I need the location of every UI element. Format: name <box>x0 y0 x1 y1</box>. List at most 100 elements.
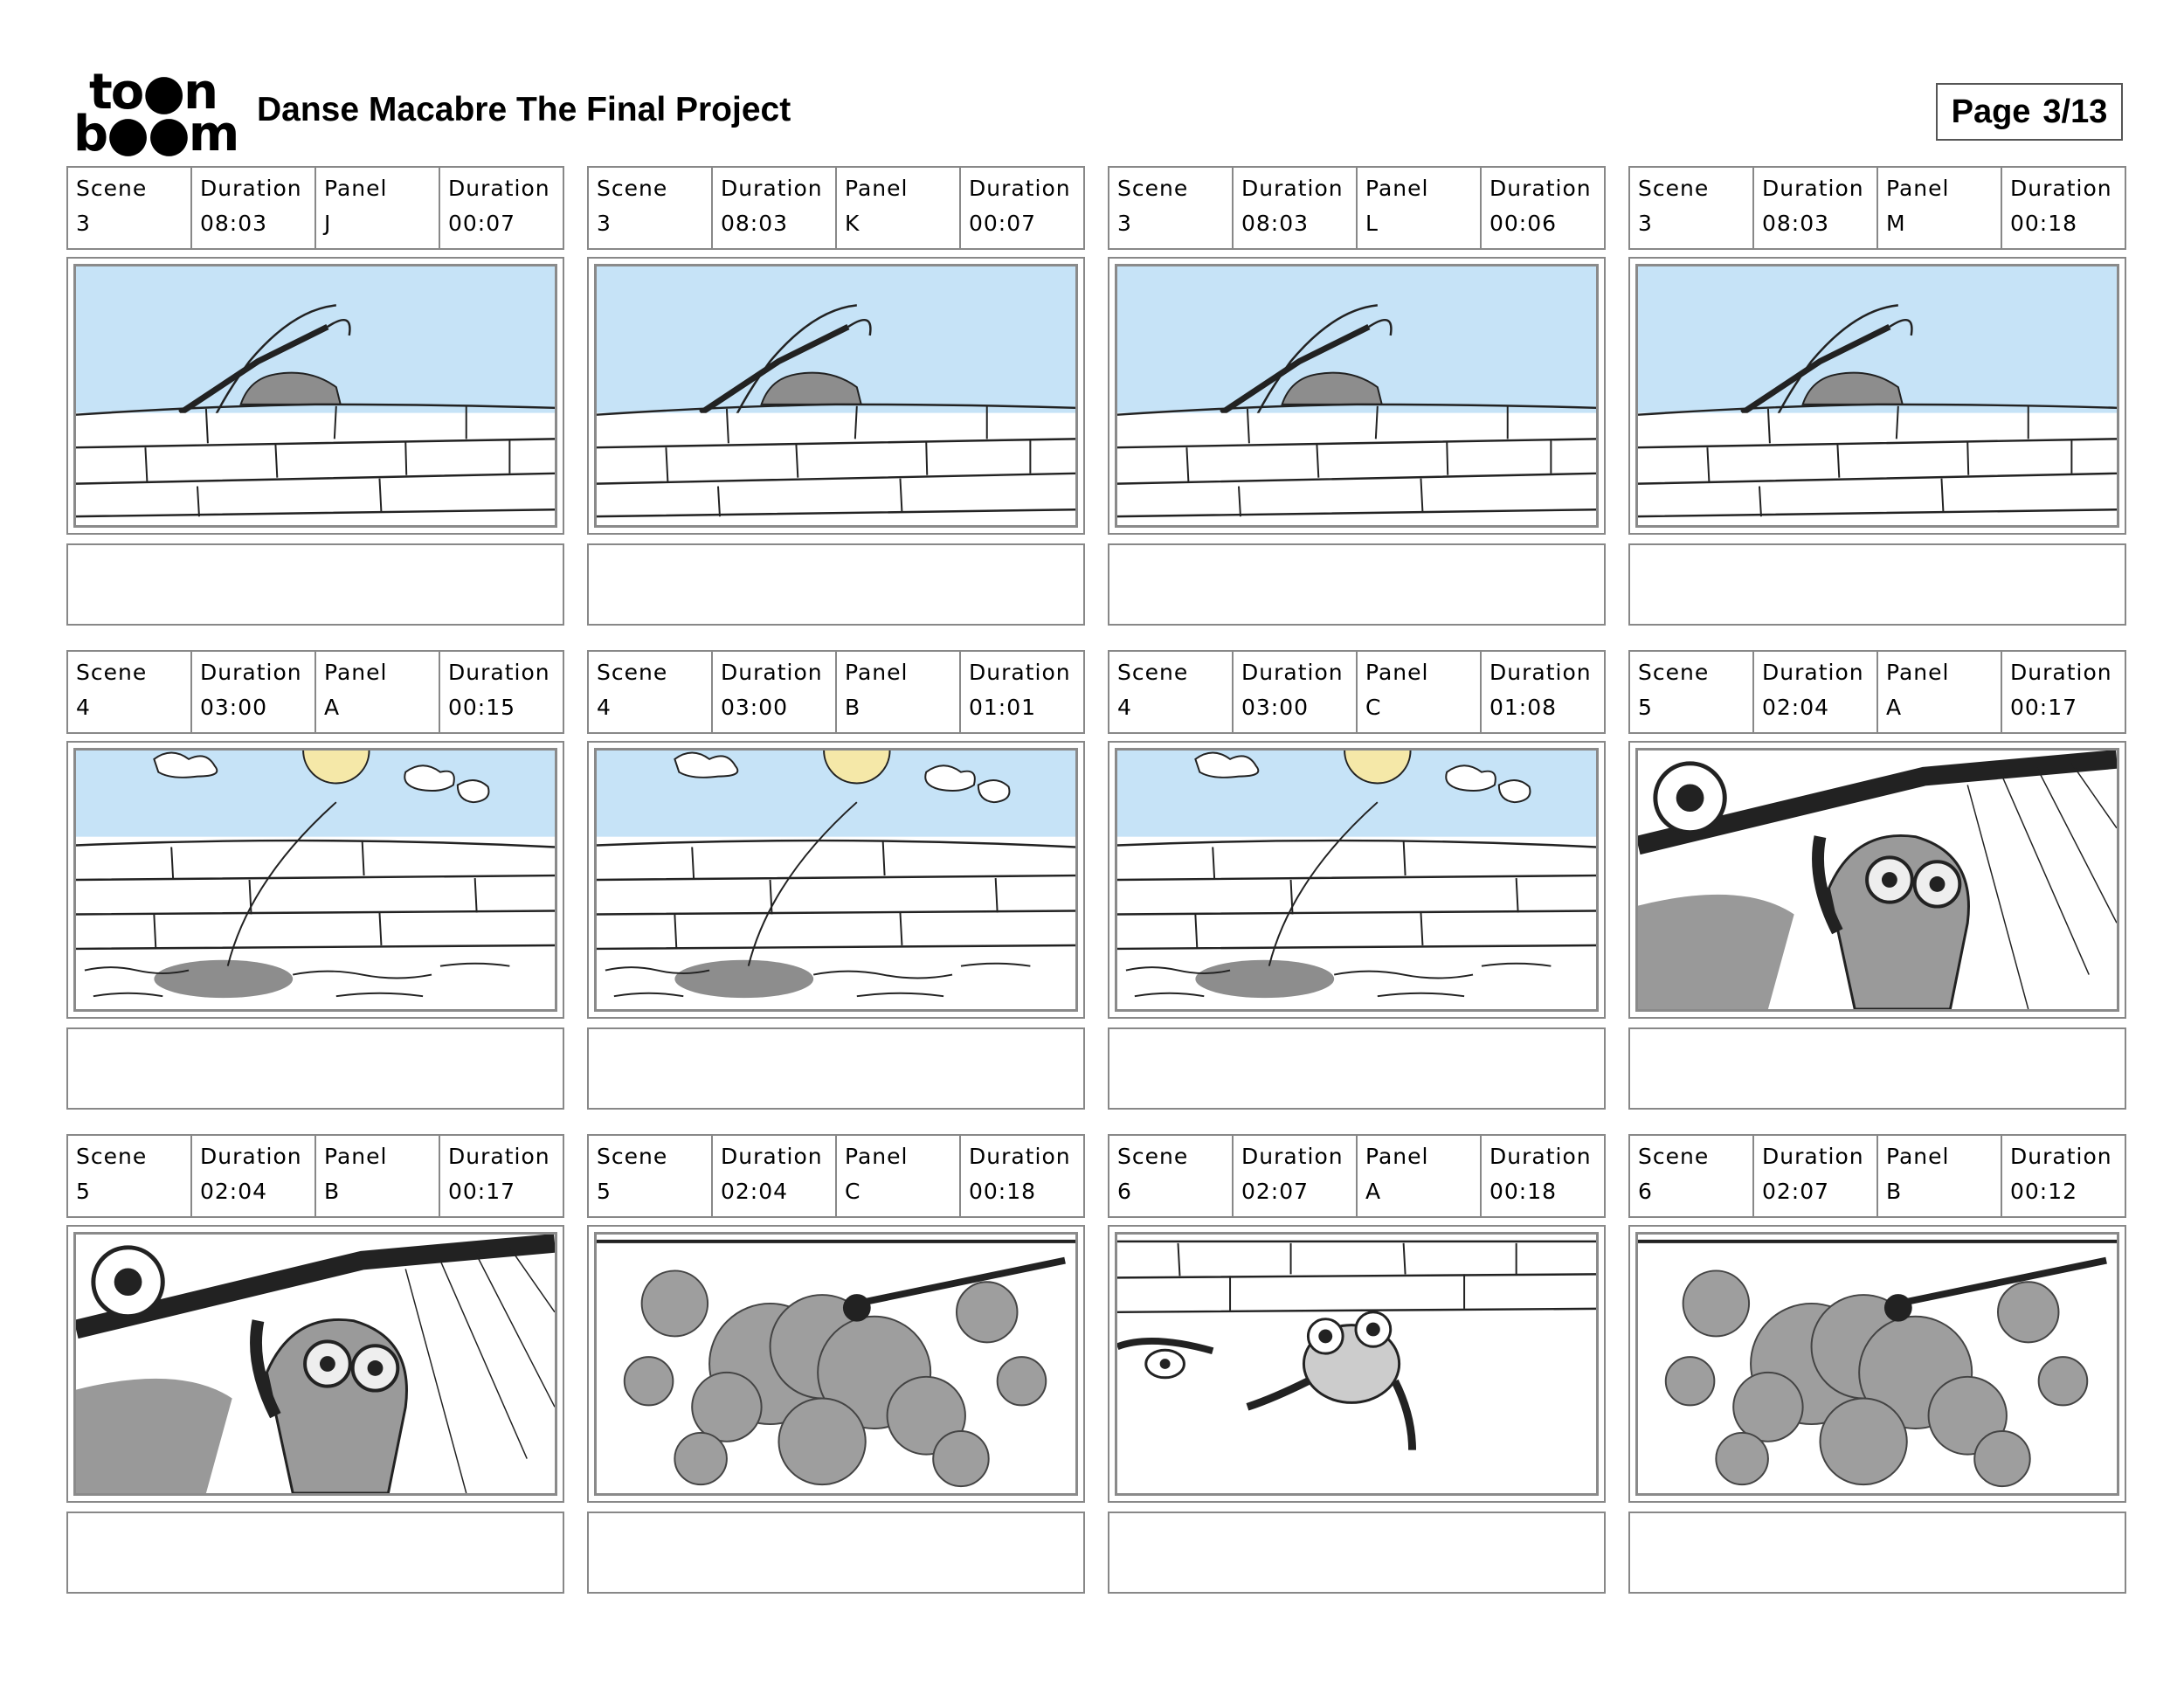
panel-image-frame[interactable] <box>1108 741 1606 1019</box>
panel-image-frame[interactable] <box>587 257 1085 535</box>
panel-notes-box[interactable] <box>66 1027 564 1110</box>
panel-image-frame[interactable] <box>1108 257 1606 535</box>
panel-value: A <box>1886 695 1903 720</box>
panel-value: M <box>1886 211 1906 236</box>
panel-image-frame[interactable] <box>1628 257 2126 535</box>
panel-image-frame[interactable] <box>587 741 1085 1019</box>
scene-duration-value: 03:00 <box>1241 695 1310 720</box>
panel-duration-value: 00:12 <box>2010 1179 2078 1204</box>
panel-image-frame[interactable] <box>66 257 564 535</box>
panel-sketch <box>1635 748 2119 1012</box>
scene-duration-cell: Duration 03:00 <box>713 652 837 732</box>
panel-label: Panel <box>324 660 388 685</box>
duration-label: Duration <box>721 660 823 685</box>
duration-label: Duration <box>200 660 302 685</box>
panel-sketch <box>73 748 557 1012</box>
panel-duration-cell: Duration 00:07 <box>961 168 1083 248</box>
scene-label: Scene <box>1638 176 1710 201</box>
scene-label: Scene <box>76 660 148 685</box>
panel-image-frame[interactable] <box>66 1225 564 1503</box>
scene-duration-value: 02:07 <box>1762 1179 1830 1204</box>
duration-label: Duration <box>1241 176 1344 201</box>
panel-notes-box[interactable] <box>587 1512 1085 1594</box>
panel-duration-value: 00:17 <box>448 1179 516 1204</box>
duration-label: Duration <box>721 176 823 201</box>
panel-label: Panel <box>845 176 909 201</box>
panel-image-frame[interactable] <box>1108 1225 1606 1503</box>
page-indicator: Page 3/13 <box>1936 83 2123 141</box>
panel-label: Panel <box>845 1144 909 1169</box>
scene-label: Scene <box>1638 660 1710 685</box>
scene-duration-value: 02:04 <box>200 1179 268 1204</box>
panel-image-frame[interactable] <box>1628 1225 2126 1503</box>
panel-image-frame[interactable] <box>587 1225 1085 1503</box>
panel-value: B <box>845 695 861 720</box>
panel-sketch <box>594 264 1078 528</box>
duration-label: Duration <box>1241 660 1344 685</box>
panel-notes-box[interactable] <box>1628 543 2126 626</box>
duration-label: Duration <box>448 660 550 685</box>
scene-label: Scene <box>1117 176 1189 201</box>
duration-label: Duration <box>1241 1144 1344 1169</box>
panel-notes-box[interactable] <box>587 543 1085 626</box>
panel-notes-box[interactable] <box>1108 543 1606 626</box>
page-label: Page <box>1951 93 2031 130</box>
panel-value: L <box>1365 211 1379 236</box>
panel-notes-box[interactable] <box>587 1027 1085 1110</box>
duration-label: Duration <box>969 176 1071 201</box>
panel-notes-box[interactable] <box>66 1512 564 1594</box>
scene-cell: Scene 5 <box>589 1136 713 1216</box>
scene-value: 5 <box>597 1179 612 1204</box>
project-title: Danse Macabre The Final Project <box>257 91 791 128</box>
panel-value: J <box>324 211 332 236</box>
panel-notes-box[interactable] <box>1108 1027 1606 1110</box>
scene-duration-value: 03:00 <box>721 695 789 720</box>
panel-duration-value: 00:07 <box>969 211 1037 236</box>
panel-duration-value: 00:17 <box>2010 695 2078 720</box>
duration-label: Duration <box>448 176 550 201</box>
scene-label: Scene <box>1117 660 1189 685</box>
scene-label: Scene <box>597 176 668 201</box>
duration-label: Duration <box>448 1144 550 1169</box>
scene-value: 5 <box>76 1179 91 1204</box>
panel-sketch <box>1635 264 2119 528</box>
panel-sketch <box>1635 1232 2119 1496</box>
panel-notes-box[interactable] <box>66 543 564 626</box>
panel-duration-value: 00:07 <box>448 211 516 236</box>
scene-duration-value: 02:07 <box>1241 1179 1310 1204</box>
duration-label: Duration <box>1489 1144 1592 1169</box>
panel-notes-box[interactable] <box>1108 1512 1606 1594</box>
scene-value: 3 <box>76 211 91 236</box>
scene-duration-value: 08:03 <box>1762 211 1830 236</box>
scene-label: Scene <box>597 1144 668 1169</box>
panel-image-frame[interactable] <box>1628 741 2126 1019</box>
panel-label: Panel <box>1886 660 1950 685</box>
panel-notes-box[interactable] <box>1628 1027 2126 1110</box>
panel-notes-box[interactable] <box>1628 1512 2126 1594</box>
scene-value: 4 <box>597 695 612 720</box>
panel-image-frame[interactable] <box>66 741 564 1019</box>
duration-label: Duration <box>721 1144 823 1169</box>
duration-label: Duration <box>1762 176 1864 201</box>
panel-duration-value: 01:01 <box>969 695 1037 720</box>
